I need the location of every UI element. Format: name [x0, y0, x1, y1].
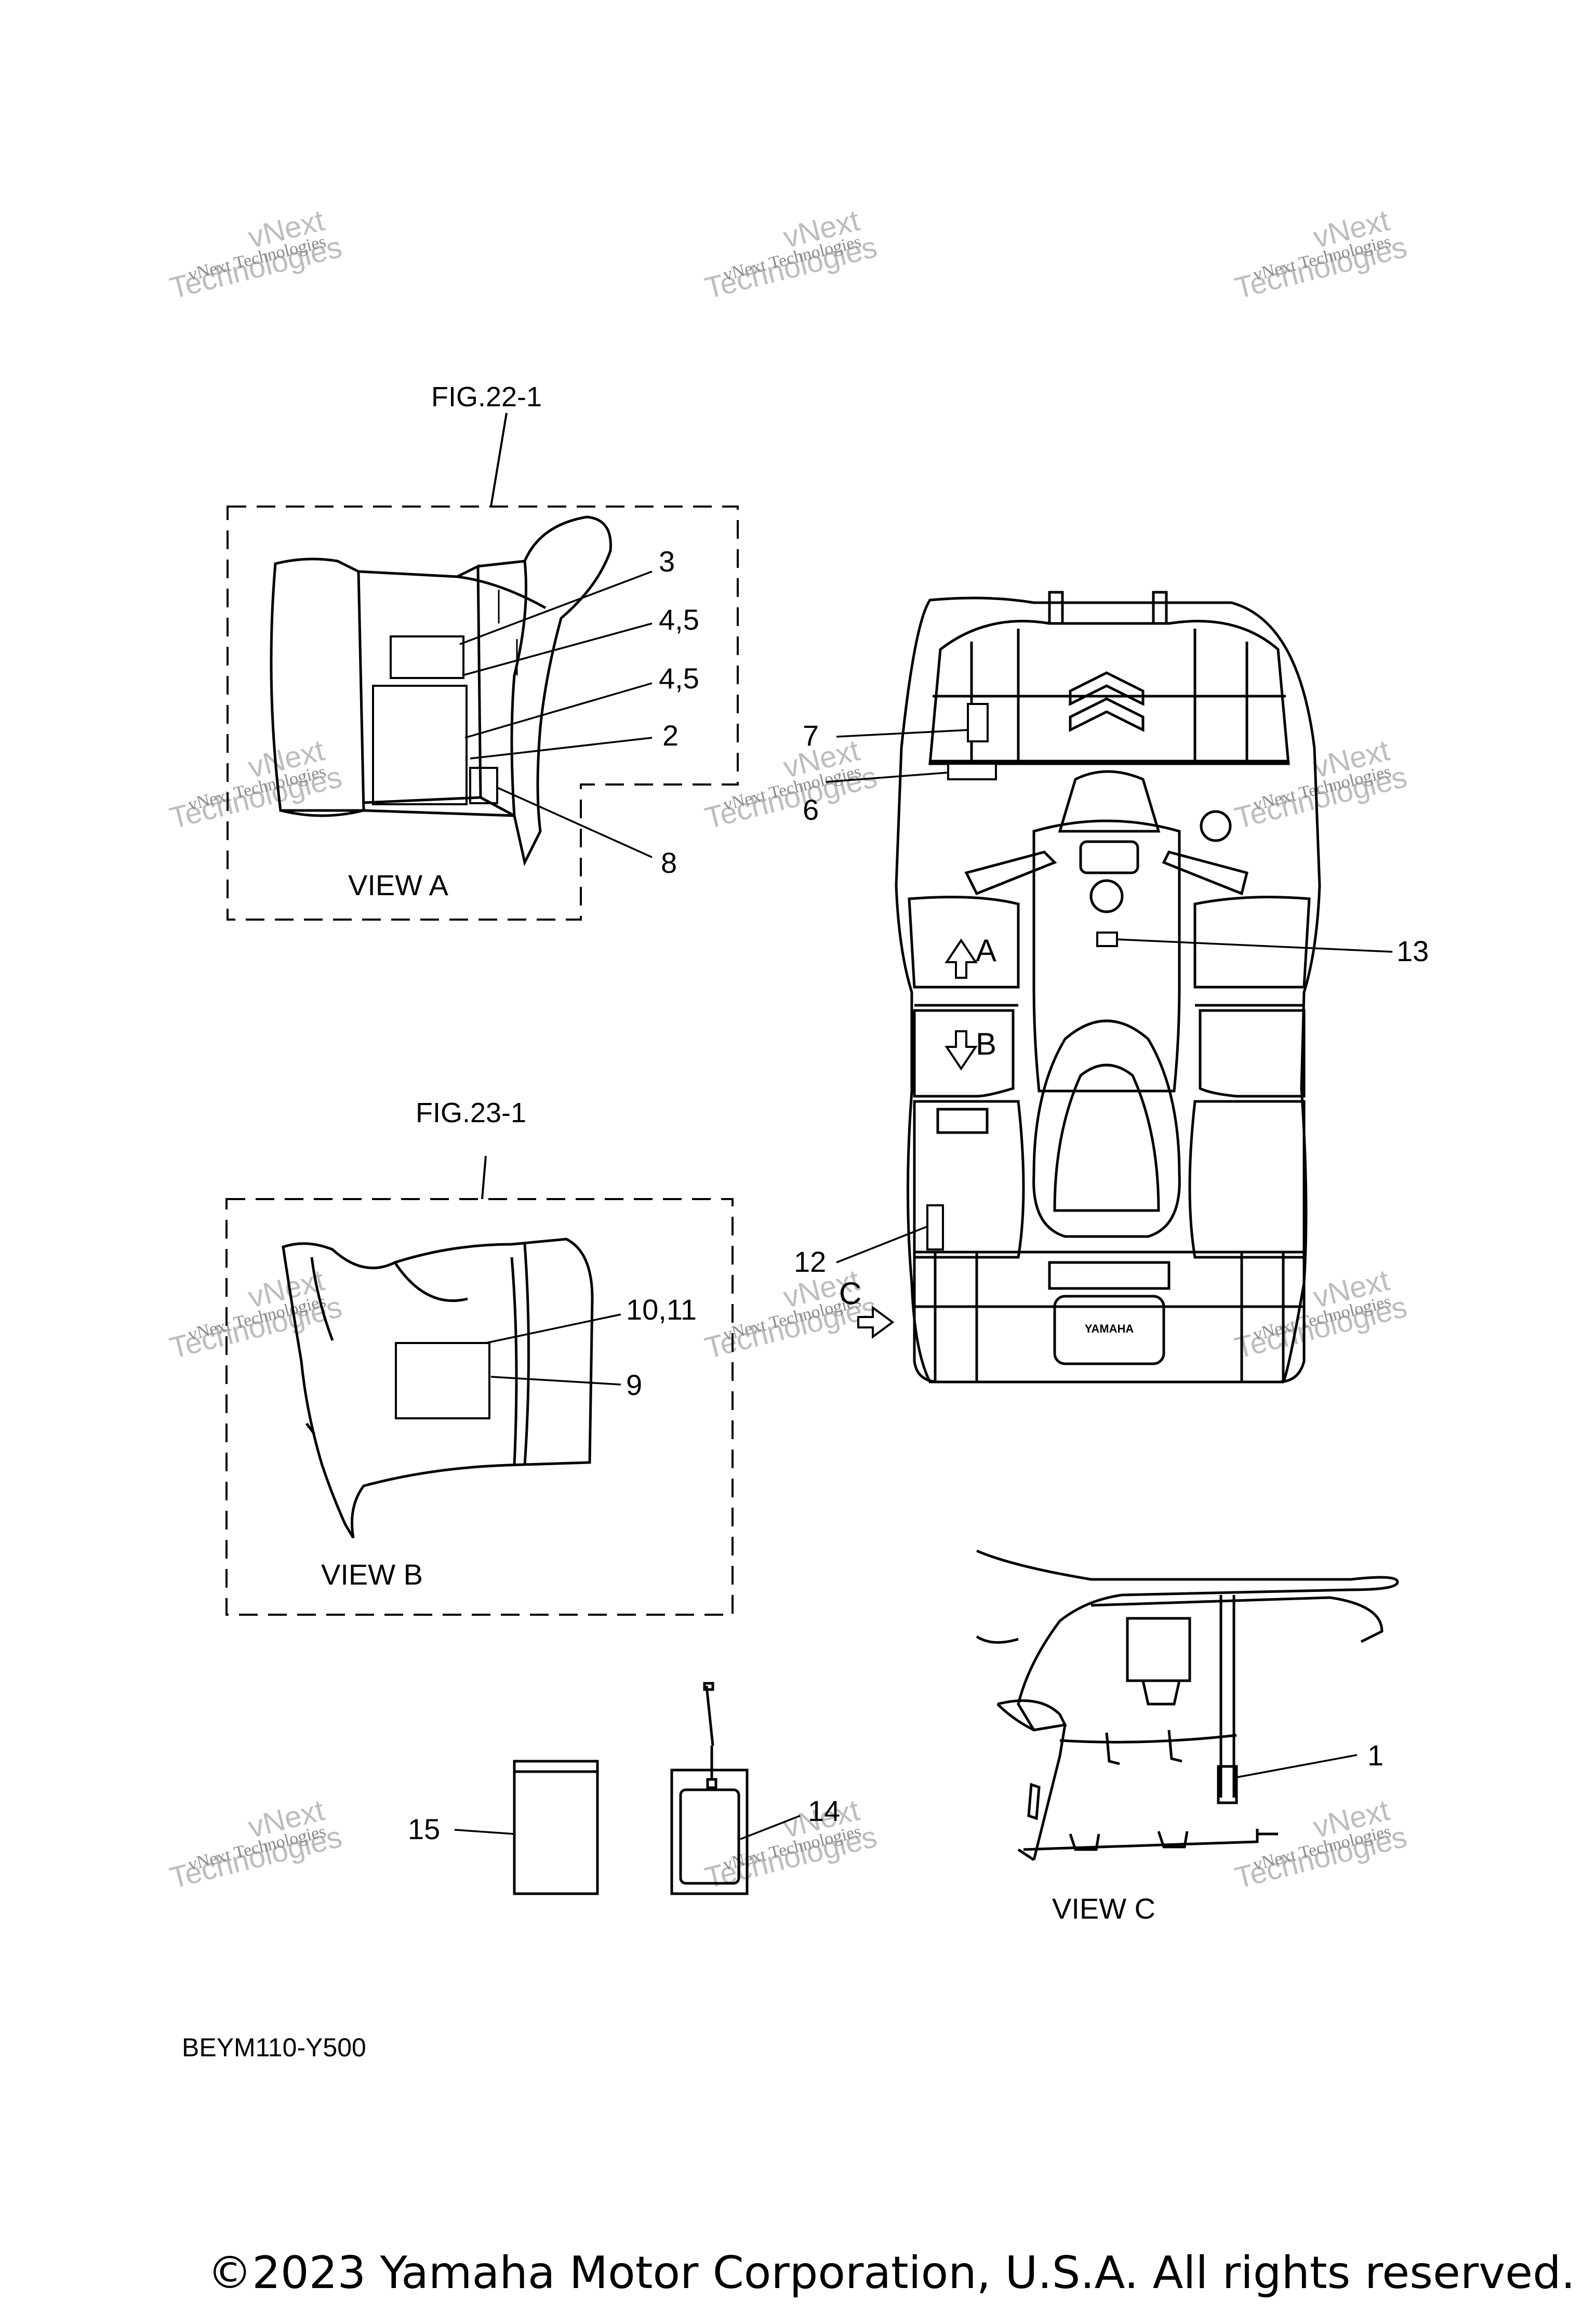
view-c-panel: 1 VIEW C	[976, 1549, 1399, 1925]
watermark: Technologies vNext vNext Technologies	[166, 1793, 345, 1895]
watermark: Technologies vNext vNext Technologies	[166, 203, 345, 305]
direction-marker-a: A	[976, 933, 996, 968]
callout-10-11: 10,11	[626, 1293, 697, 1326]
fig-22-1-leader	[490, 413, 508, 507]
watermark: Technologies vNext vNext Technologies	[1231, 1263, 1410, 1365]
callout-14: 14	[808, 1794, 840, 1827]
callout-6: 6	[803, 793, 819, 826]
atv-brand-badge: YAMAHA	[1085, 1322, 1134, 1335]
decal-12-marker	[926, 1204, 944, 1251]
watermark: Technologies vNext vNext Technologies	[1231, 203, 1410, 305]
diagram-code: BEYM110-Y500	[182, 2033, 366, 2062]
view-a-title: VIEW A	[348, 869, 449, 901]
decal-13-marker	[1096, 932, 1118, 947]
callout-15: 15	[408, 1813, 440, 1845]
callout-13: 13	[1396, 935, 1429, 967]
view-b-direction-arrow	[945, 1030, 978, 1071]
decal-6-marker	[947, 763, 997, 780]
view-b-panel: FIG.23-1 10,11 9 VIEW B	[225, 1097, 734, 1616]
decal-3-outline	[390, 635, 464, 679]
callout-7: 7	[803, 719, 819, 752]
callout-4-5: 4,5	[659, 662, 699, 695]
hang-tag-14-drawing	[670, 1682, 749, 1895]
callout-1: 1	[1367, 1739, 1384, 1772]
callout-9: 9	[626, 1368, 642, 1401]
direction-marker-c: C	[839, 1276, 861, 1311]
watermark: Technologies vNext vNext Technologies	[701, 203, 880, 305]
view-c-title: VIEW C	[1052, 1892, 1155, 1925]
view-a-dashed-frame	[227, 506, 739, 921]
callout-8: 8	[661, 846, 677, 879]
callout-3: 3	[659, 545, 675, 578]
atv-leaders	[826, 729, 1393, 1264]
rear-frame-drawing	[976, 1549, 1399, 1861]
decal-4-5-outline	[372, 685, 468, 805]
callout-2: 2	[662, 719, 679, 752]
watermark: Technologies vNext vNext Technologies	[166, 733, 345, 835]
direction-marker-b: B	[976, 1027, 996, 1061]
watermark-group: Technologies vNext vNext Technologies Te…	[166, 203, 1410, 1895]
atv-top-view: YAMAHA A B C 7 6 13 12	[794, 591, 1429, 1384]
fig-23-1-ref: FIG.23-1	[416, 1097, 526, 1128]
callout-12: 12	[794, 1245, 826, 1278]
decal-rear-left-placeholder	[936, 1108, 989, 1134]
view-b-title: VIEW B	[321, 1558, 423, 1591]
atv-body-drawing	[895, 591, 1321, 1384]
decal-7-marker	[967, 703, 989, 742]
view-a-panel: FIG.22-1 3 4,5 4,5 2 8 VIEW A	[227, 381, 739, 921]
view-a-direction-arrow	[945, 938, 978, 979]
decal-8-outline	[469, 767, 498, 804]
callout-15-leader	[454, 1829, 515, 1835]
view-b-leaders	[485, 1313, 621, 1386]
copyright-notice: ©2023 Yamaha Motor Corporation, U.S.A. A…	[207, 2247, 1575, 2299]
manual-15-drawing	[513, 1760, 599, 1895]
watermark: Technologies vNext vNext Technologies	[701, 733, 880, 835]
watermark: Technologies vNext vNext Technologies	[166, 1263, 345, 1365]
watermark: Technologies vNext vNext Technologies	[701, 1793, 880, 1895]
view-c-leader-1	[1233, 1754, 1358, 1779]
view-b-dashed-frame	[225, 1198, 734, 1616]
callout-14-leader	[740, 1815, 801, 1840]
rear-fender-drawing	[282, 1238, 594, 1539]
view-c-direction-arrow	[857, 1306, 895, 1339]
fig-23-1-leader	[481, 1155, 487, 1200]
front-fender-drawing	[270, 515, 612, 867]
loose-items: 15 14	[408, 1682, 840, 1895]
callout-4-5: 4,5	[659, 603, 699, 636]
decal-9-outline	[395, 1342, 490, 1419]
view-a-leaders	[459, 570, 653, 858]
fig-22-1-ref: FIG.22-1	[431, 381, 542, 413]
